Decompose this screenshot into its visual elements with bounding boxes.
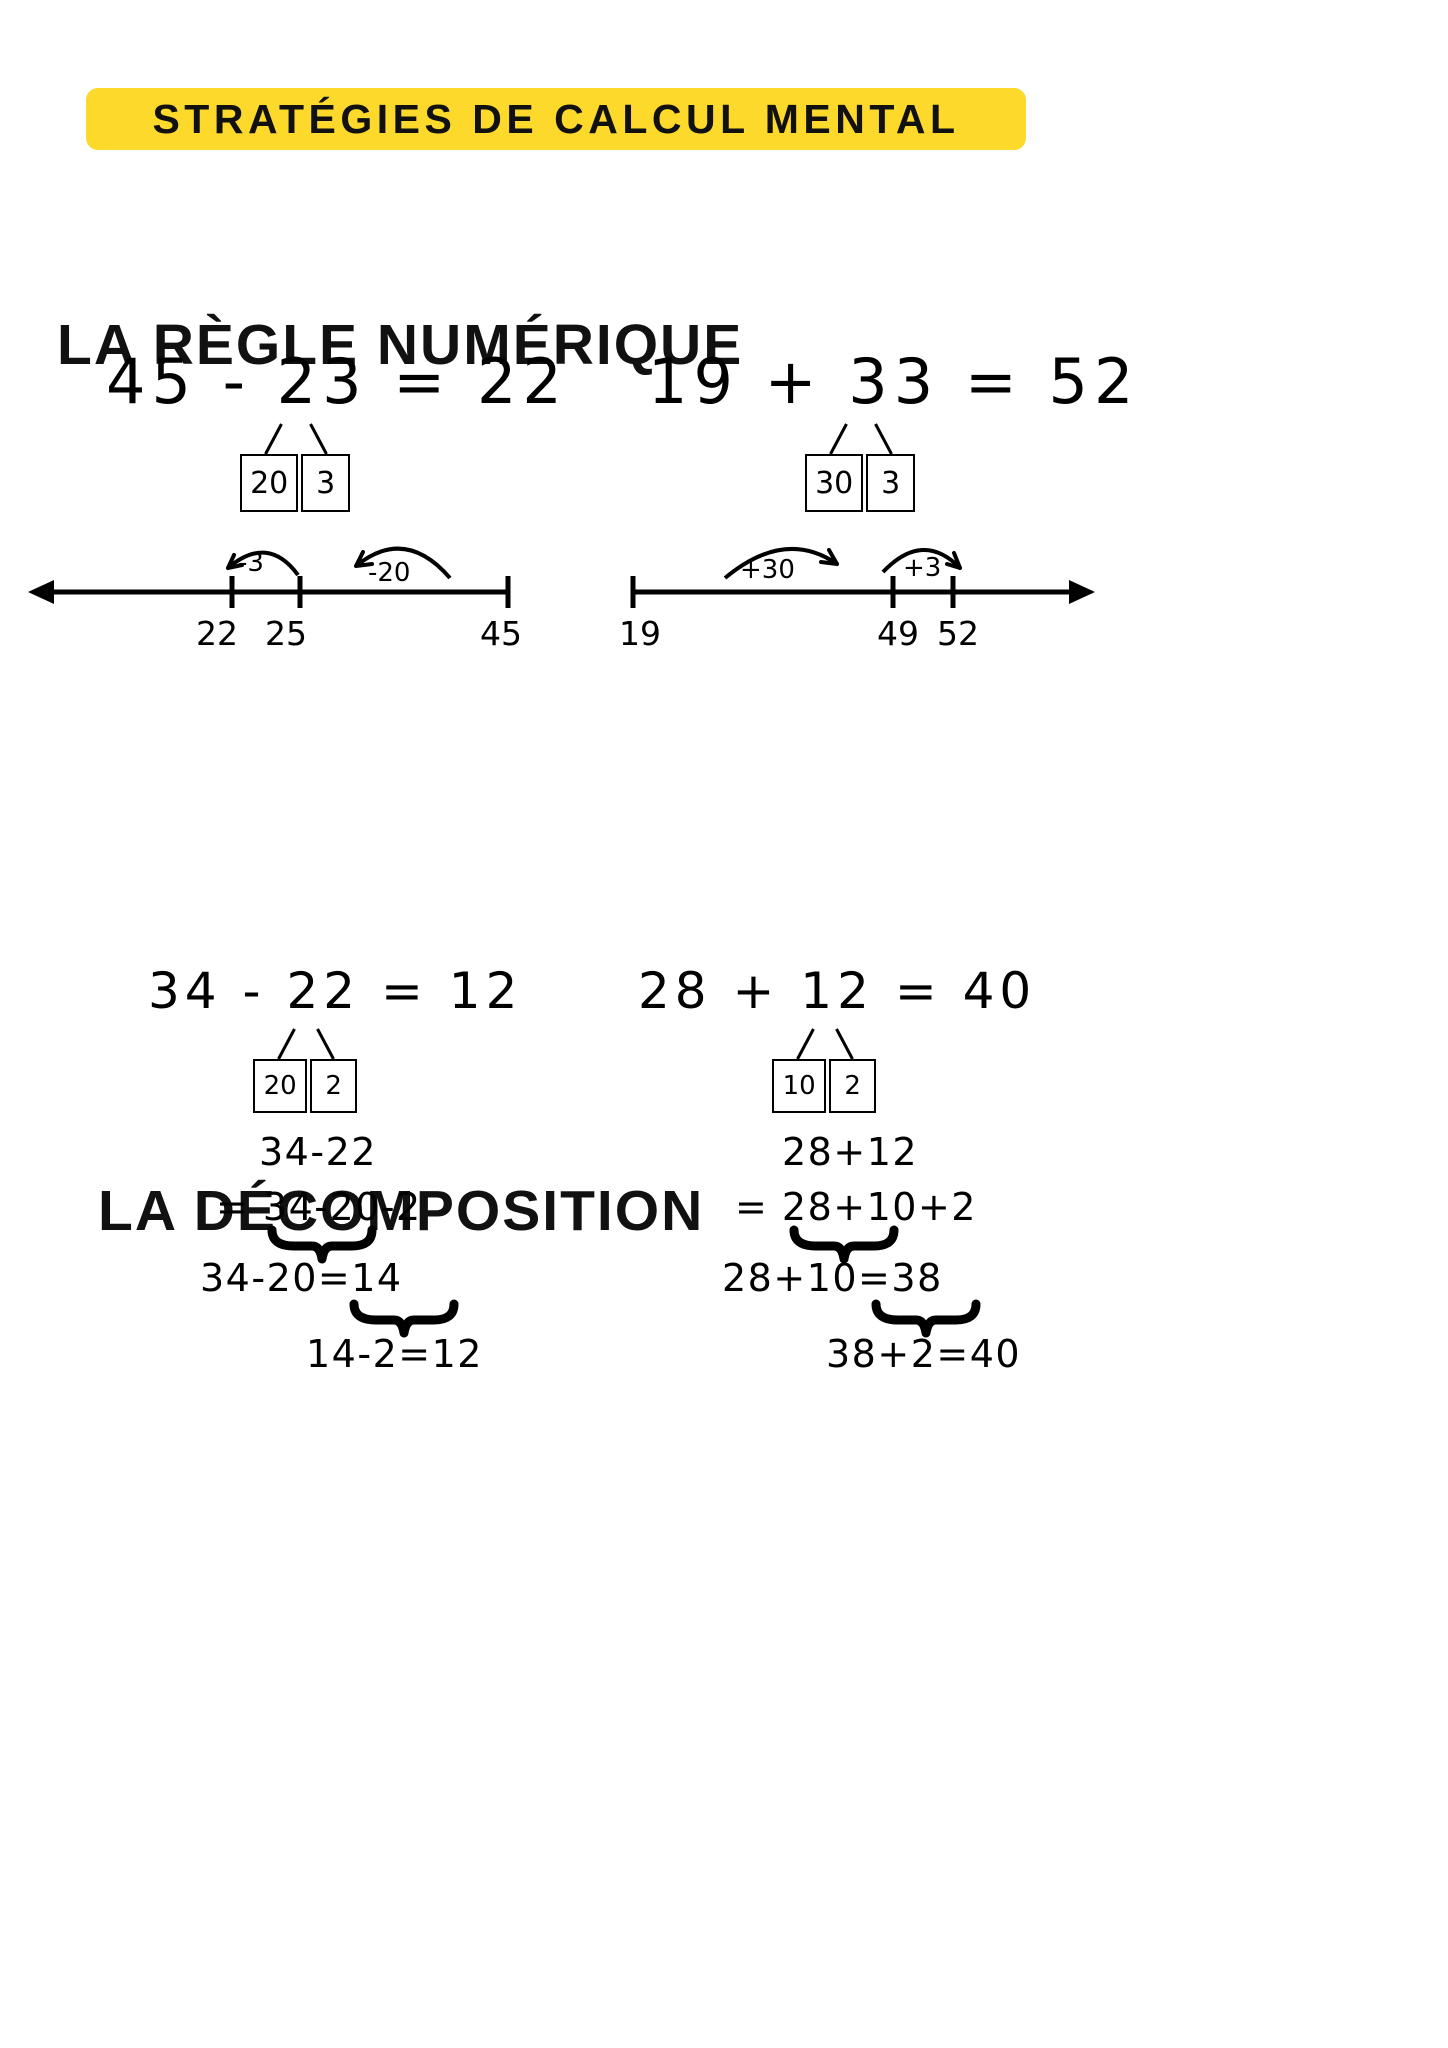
numberline-45-23: -3 -20 22 25 45: [20, 520, 540, 660]
split-leg-right-icon: [835, 1028, 854, 1060]
brace-icon-1-28-12: [789, 1225, 900, 1266]
split-box-units: 2: [829, 1059, 876, 1113]
split-leg-left-icon: [277, 1028, 296, 1060]
hop-label-plus-3: +3: [903, 553, 942, 583]
tick-label-52: 52: [937, 614, 979, 653]
hop-arc-minus-3: [226, 550, 300, 577]
hop-arrowhead-minus-3: [226, 553, 244, 570]
split-boxes-34-22: 20 2: [253, 1025, 357, 1113]
numberline-right-arrowhead: [1069, 580, 1095, 604]
numberline-19-33: +30 +3 19 49 52: [615, 520, 1115, 660]
hop-arc-plus-3: [881, 548, 962, 574]
split-boxes-45-23: 20 3: [240, 420, 350, 512]
split-box-tens: 20: [253, 1059, 308, 1113]
equation-28-plus-12: 28 + 12 = 40: [638, 962, 1037, 1020]
hop-arc-minus-20: [354, 546, 452, 580]
tick-label-25: 25: [265, 614, 307, 653]
hop-arrowhead-plus-3: [945, 551, 962, 570]
brace-icon-2-34-22: [349, 1299, 460, 1340]
split-leg-left-icon: [829, 423, 848, 455]
decomp-step-1-34-22: 34-22: [259, 1130, 377, 1174]
split-box-units: 3: [301, 454, 350, 512]
split-leg-right-icon: [874, 423, 893, 455]
split-box-units: 3: [866, 454, 915, 512]
equation-45-minus-23: 45 - 23 = 22: [106, 345, 568, 418]
split-legs: [240, 420, 350, 455]
page-title: STRATÉGIES DE CALCUL MENTAL: [152, 95, 960, 142]
title-banner: STRATÉGIES DE CALCUL MENTAL: [86, 88, 1026, 150]
equation-34-minus-22: 34 - 22 = 12: [148, 962, 523, 1020]
split-box-tens: 30: [805, 454, 864, 512]
split-legs: [805, 420, 915, 455]
hop-arrowhead-minus-20: [354, 550, 374, 568]
split-box-units: 2: [310, 1059, 357, 1113]
split-box-tens: 10: [772, 1059, 827, 1113]
decomp-step-3-34-22: 34-20=14: [200, 1256, 403, 1300]
section-heading-regle-numerique: LA RÈGLE NUMÉRIQUE: [57, 313, 744, 377]
decomp-step-3-28-12: 28+10=38: [722, 1256, 943, 1300]
hop-arc-plus-30: [723, 546, 839, 580]
decomp-step-2-34-22: = 34-20-2: [216, 1185, 422, 1229]
split-boxes-28-12: 10 2: [772, 1025, 876, 1113]
numberline-left-arrowhead: [28, 580, 54, 604]
decomp-step-4-28-12: 38+2=40: [826, 1332, 1022, 1376]
split-box-tens: 20: [240, 454, 299, 512]
hop-label-minus-3: -3: [238, 548, 264, 578]
split-boxes-19-33: 30 3: [805, 420, 915, 512]
tick-label-22: 22: [196, 614, 238, 653]
split-leg-right-icon: [309, 423, 328, 455]
split-leg-left-icon: [264, 423, 283, 455]
tick-label-45: 45: [480, 614, 522, 653]
decomp-step-4-34-22: 14-2=12: [306, 1332, 483, 1376]
equation-19-plus-33: 19 + 33 = 52: [648, 345, 1140, 418]
split-legs: [772, 1025, 876, 1060]
split-leg-right-icon: [316, 1028, 335, 1060]
decomp-step-2-28-12: = 28+10+2: [735, 1185, 977, 1229]
tick-label-49: 49: [877, 614, 919, 653]
brace-icon-1-34-22: [267, 1225, 378, 1266]
hop-label-plus-30: +30: [740, 555, 795, 585]
split-legs: [253, 1025, 357, 1060]
decomp-step-1-28-12: 28+12: [782, 1130, 919, 1174]
hop-label-minus-20: -20: [368, 558, 411, 588]
split-leg-left-icon: [796, 1028, 815, 1060]
brace-icon-2-28-12: [871, 1299, 982, 1340]
hop-arrowhead-plus-30: [819, 548, 839, 566]
section-heading-decomposition: LA DÉCOMPOSITION: [98, 1179, 705, 1243]
tick-label-19: 19: [619, 614, 661, 653]
